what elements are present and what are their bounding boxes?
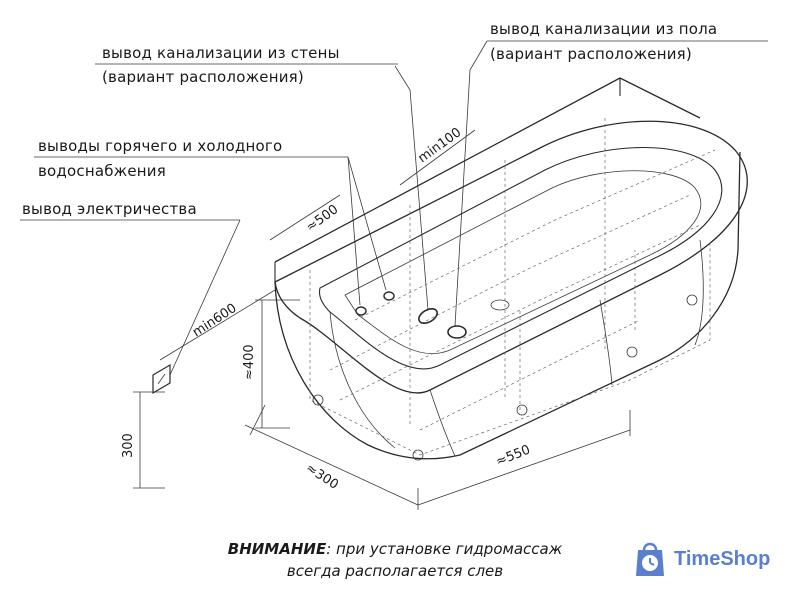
hot-water-outlet: [355, 306, 367, 316]
logo-text: TimeShop: [674, 548, 771, 570]
connection-points: [152, 291, 510, 395]
warning-note-line1: ВНИМАНИЕ: при установке гидромассаж: [0, 540, 790, 558]
label-sewer-floor-2: (вариант расположения): [490, 45, 692, 63]
floor-sewer-outlet: [447, 325, 467, 339]
warning-note-line2: всегда располагается слев: [286, 562, 504, 580]
electric-socket-icon: [152, 363, 171, 395]
dim-400: ≈400: [242, 344, 257, 380]
shopping-bag-clock-icon: [636, 542, 664, 576]
wall-sewer-outlet: [418, 307, 438, 325]
label-water-1: выводы горячего и холодного: [38, 137, 282, 155]
cold-water-outlet: [383, 291, 395, 301]
timeshop-logo: TimeShop: [626, 536, 778, 582]
dim-300: ≈300: [303, 461, 341, 493]
label-water-2: водоснабжения: [38, 162, 166, 180]
label-sewer-floor-1: вывод канализации из пола: [490, 20, 717, 38]
basin-drain: [490, 299, 510, 311]
label-electric: вывод электричества: [22, 200, 197, 218]
dim-min600: min600: [190, 301, 240, 340]
annotation-labels: вывод канализации из стены (вариант расп…: [22, 20, 717, 218]
dim-min100: min100: [416, 125, 465, 166]
label-sewer-wall-1: вывод канализации из стены: [102, 44, 340, 62]
dimension-lines: min100 ≈500 min600 ≈400 300 ≈300 ≈550: [121, 125, 631, 510]
warning-text: : при установке гидромассаж: [326, 540, 563, 558]
dim-300-height: 300: [121, 433, 136, 458]
bathtub-outline: [274, 77, 748, 461]
dim-550: ≈550: [494, 442, 533, 469]
warning-bold: ВНИМАНИЕ: [227, 540, 327, 558]
leader-lines: [20, 40, 768, 376]
label-sewer-wall-2: (вариант расположения): [102, 68, 304, 86]
